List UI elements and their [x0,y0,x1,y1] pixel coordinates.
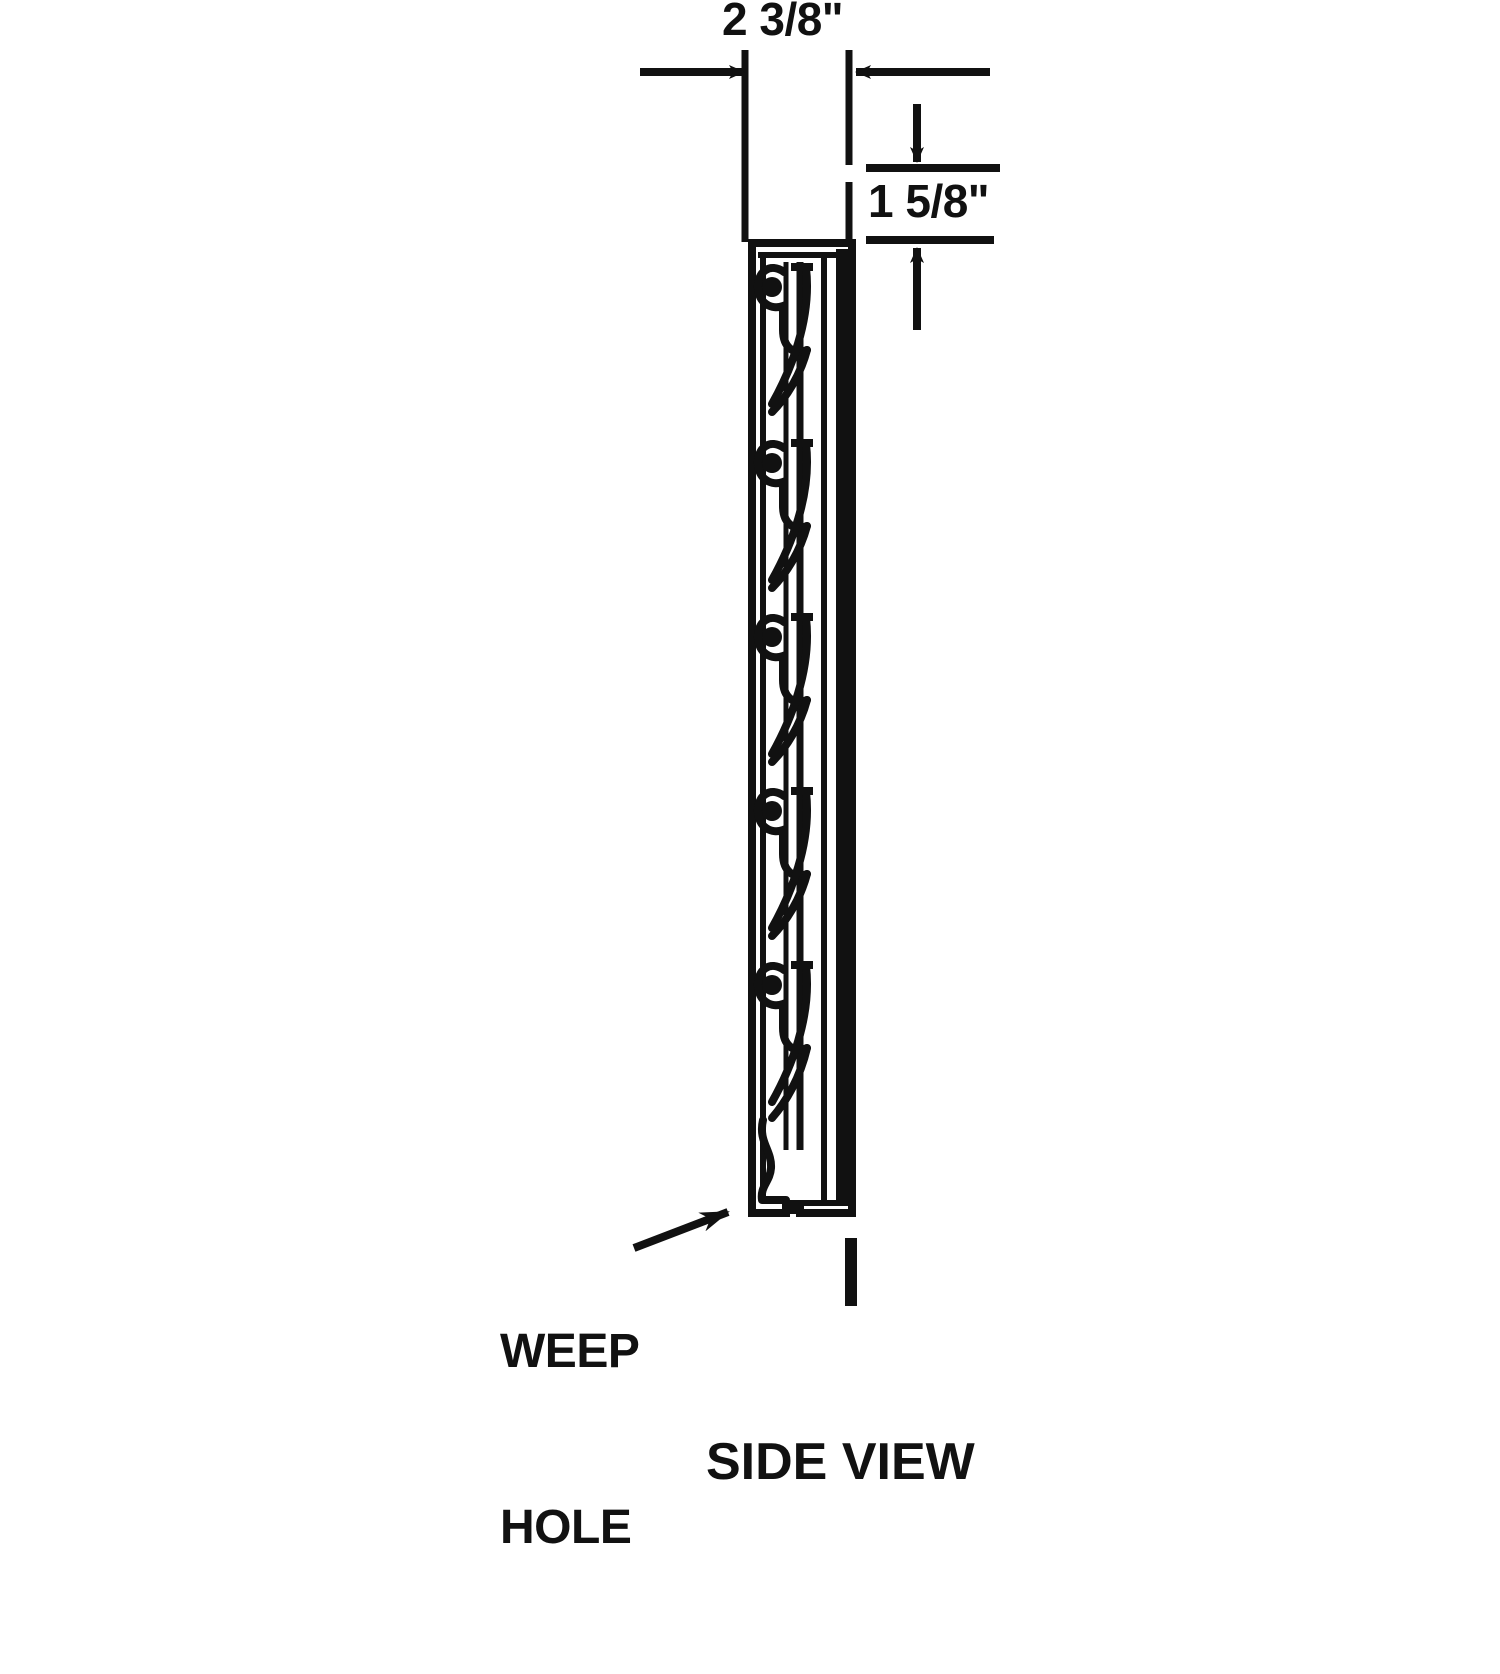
weep-hole-leader-group [632,1208,730,1252]
weep-hole-leader-line [632,1208,730,1252]
clip-pivot-dot-3 [762,627,782,647]
weep-hole-annotation: WEEP HOLE [500,1206,640,1674]
clip-hook-2 [754,440,811,532]
height-dimension-group [866,104,1000,330]
spring-clip-4 [754,787,813,940]
spring-clip-5 [754,961,813,1122]
spring-clip-1 [754,263,813,416]
clip-lower-sweep-4 [768,870,811,940]
clip-diagonal-tie-2 [768,440,811,584]
drawing-vector-layer [632,50,1000,1306]
weep-hole-annotation-line2: HOLE [500,1500,632,1554]
weep-hole-notch [757,1116,790,1216]
clip-hook-4 [754,788,811,880]
view-caption: SIDE VIEW [706,1433,975,1491]
clip-hook-1 [754,264,811,356]
width-dimension-label: 2 3/8" [722,0,844,45]
weep-hole-nub [782,1200,800,1214]
height-dimension-label: 1 5/8" [868,175,990,227]
clip-lower-sweep-2 [768,522,811,592]
clip-lower-sweep-3 [768,696,811,766]
profile-outline-group [748,239,857,1306]
clip-pivot-dot-5 [762,975,782,995]
clip-pivot-dot-1 [762,277,782,297]
clip-lower-sweep-5 [768,1044,811,1122]
clip-diagonal-tie-1 [768,264,811,408]
bottom-right-witness-tick [845,1238,857,1306]
internal-clip-group [754,263,813,1122]
clip-pivot-dot-2 [762,453,782,473]
clip-diagonal-tie-3 [768,614,811,758]
spring-clip-3 [754,613,813,766]
width-dimension-group [640,50,990,243]
profile-top-right-corner-block [836,249,851,295]
clip-diagonal-tie-4 [768,788,811,932]
weep-hole-annotation-line1: WEEP [500,1325,640,1379]
profile-right-track-bar [836,263,850,1148]
profile-bottom-right-corner-block [836,1140,851,1202]
clip-lower-sweep-1 [768,346,811,416]
technical-drawing-canvas: 2 3/8" 1 5/8" WEEP HOLE SIDE VIEW [500,0,1000,1554]
clip-hook-3 [754,614,811,706]
clip-diagonal-tie-5 [768,962,811,1106]
spring-clip-2 [754,439,813,592]
clip-pivot-dot-4 [762,801,782,821]
clip-hook-5 [754,962,811,1054]
